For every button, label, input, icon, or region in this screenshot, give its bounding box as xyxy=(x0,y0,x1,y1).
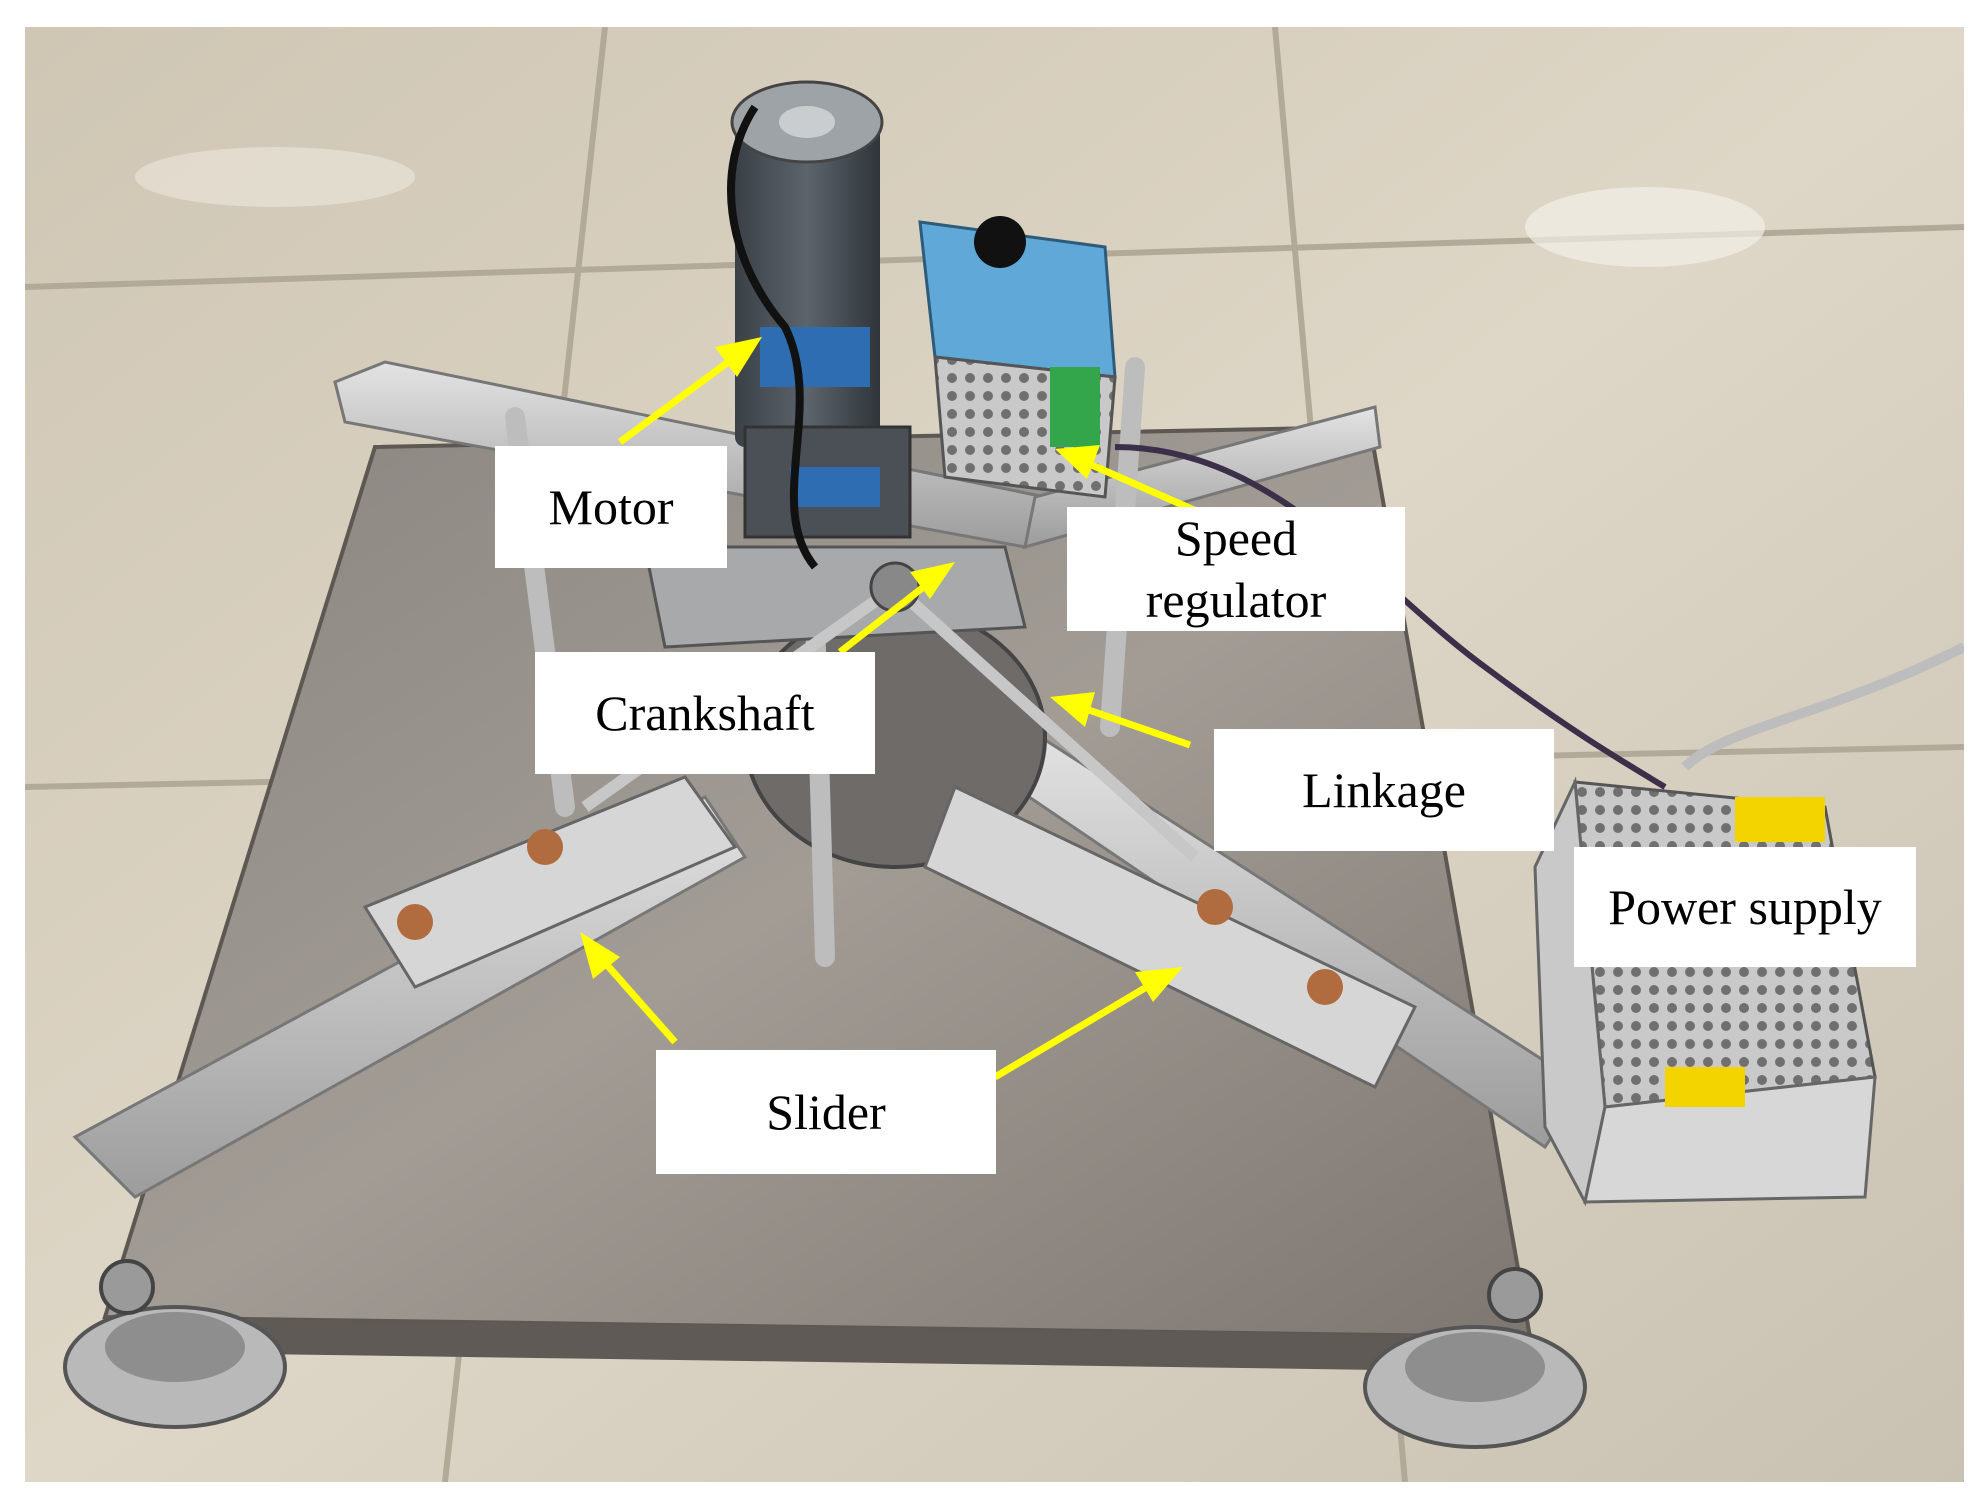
linkage-label-text: Linkage xyxy=(1302,762,1466,818)
speed-regulator-label: Speed regulator xyxy=(1067,507,1405,631)
power-supply-label: Power supply xyxy=(1574,847,1916,967)
speed-regulator-label-line1: Speed xyxy=(1174,510,1298,566)
annotation-arrows xyxy=(580,337,1212,1081)
crankshaft-label: Crankshaft xyxy=(535,652,875,774)
arrow-crankshaft xyxy=(837,562,955,655)
motor-label: Motor xyxy=(495,446,727,568)
apparatus-photo xyxy=(25,27,1964,1482)
power-cables xyxy=(1114,444,1964,790)
crankshaft-label-text: Crankshaft xyxy=(595,685,815,741)
speed-regulator-label-line2: regulator xyxy=(1145,572,1327,628)
arrow-linkage xyxy=(1050,692,1192,749)
slider-label: Slider xyxy=(656,1050,996,1174)
linkage-label: Linkage xyxy=(1214,729,1554,851)
arrow-slider-left xyxy=(580,932,678,1045)
slider-blocks xyxy=(362,775,1418,1090)
motor-label-text: Motor xyxy=(548,479,674,535)
arrow-motor xyxy=(617,337,762,445)
motor-body xyxy=(727,80,912,570)
leveling-feet xyxy=(63,1259,1587,1449)
power-supply-label-text: Power supply xyxy=(1608,879,1882,935)
slider-label-text: Slider xyxy=(766,1084,886,1140)
power-supply-unit xyxy=(1533,776,1877,1207)
arrow-slider-right xyxy=(993,967,1183,1081)
